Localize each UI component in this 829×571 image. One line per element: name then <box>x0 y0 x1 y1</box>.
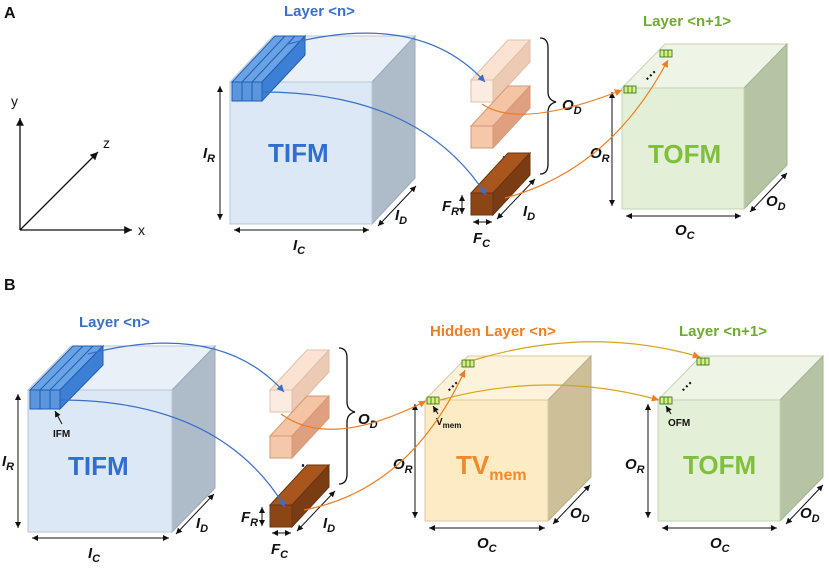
tifm-label-b: TIFM <box>68 451 129 481</box>
vmem-voxel-top <box>461 359 475 368</box>
dim-or-b2: OR <box>625 456 645 476</box>
dim-fc-a: FC <box>473 230 491 250</box>
dim-od-a: OD <box>562 97 582 117</box>
ofm-pointer <box>665 405 672 415</box>
tofm-label-a: TOFM <box>648 139 721 169</box>
layer-n-title-b: Layer <n> <box>79 314 150 331</box>
tvmem-label: TVmem <box>456 450 527 484</box>
dim-fr-b: FR <box>241 509 258 529</box>
dim-fr-a: FR <box>442 198 459 218</box>
yellow-arrow-b2 <box>473 341 701 361</box>
tifm-cube-a <box>228 34 417 226</box>
filter-light-b <box>268 348 331 414</box>
axis-z-label: z <box>103 135 110 151</box>
dim-ir-a: IR <box>203 145 215 165</box>
axis-x-label: x <box>138 222 145 238</box>
panel-b-label: B <box>4 277 16 294</box>
filter-dark-a <box>469 151 532 217</box>
dim-id-filter-b: ID <box>323 515 335 535</box>
ifm-label: IFM <box>53 429 70 440</box>
tifm-label-a: TIFM <box>268 138 329 168</box>
tifm-cube-b <box>26 344 217 534</box>
filter-brace-a <box>539 37 557 175</box>
ofm-voxel-top <box>696 357 710 366</box>
blue-arrow-a2 <box>261 91 487 196</box>
orange-arrow-a2 <box>504 59 669 199</box>
ofm-label: OFM <box>668 418 690 429</box>
dim-fc-b: FC <box>271 541 289 561</box>
output-voxel-a <box>623 85 637 94</box>
tofm-cube-b <box>656 354 825 523</box>
dim-id-b: ID <box>196 515 208 535</box>
yellow-arrow-b1 <box>439 384 660 402</box>
vmem-pointer <box>432 405 439 415</box>
dim-od-b1: OD <box>570 505 590 525</box>
axis-y-label: y <box>11 93 18 109</box>
orange-arrow-b1 <box>280 400 427 430</box>
vmem-voxel <box>426 396 440 405</box>
layer-n1-title-a: Layer <n+1> <box>643 13 731 30</box>
filter-mid-a <box>469 84 532 150</box>
blue-arrow-b1 <box>87 342 285 393</box>
vmem-label: Vmem <box>436 417 461 430</box>
layer-n1-title-b: Layer <n+1> <box>679 323 767 340</box>
ofm-voxel <box>659 396 673 405</box>
dim-id-filter-a: ID <box>523 203 535 223</box>
orange-arrow-a1 <box>481 89 623 115</box>
dim-oc-b2: OC <box>710 535 731 555</box>
orange-arrow-b2 <box>303 369 466 511</box>
blue-arrow-b2 <box>59 399 286 508</box>
filter-dark-b <box>268 463 331 529</box>
hidden-layer-title: Hidden Layer <n> <box>430 323 556 340</box>
dim-od-b: OD <box>358 411 378 431</box>
dim-od-out-a: OD <box>766 193 786 213</box>
blue-slab-b <box>28 344 105 411</box>
blue-arrow-a1 <box>287 32 486 83</box>
ifm-pointer <box>54 410 63 425</box>
dim-id-a: ID <box>395 207 407 227</box>
dim-ic-a: IC <box>293 237 306 257</box>
dim-ir-b: IR <box>2 453 14 473</box>
dim-ic-b: IC <box>88 545 101 565</box>
tofm-cube-a <box>620 42 789 211</box>
dim-od-b2: OD <box>800 505 820 525</box>
axes-icon <box>16 118 132 234</box>
layer-n-title-a: Layer <n> <box>284 3 355 20</box>
dim-oc-a: OC <box>675 222 696 242</box>
output-voxel-top-a <box>659 49 673 58</box>
dim-oc-b1: OC <box>477 535 498 555</box>
filter-light-a <box>469 38 532 104</box>
blue-slab-a <box>230 34 307 103</box>
tofm-label-b: TOFM <box>683 450 756 480</box>
panel-a-label: A <box>4 5 16 22</box>
filter-brace-b <box>338 347 356 485</box>
